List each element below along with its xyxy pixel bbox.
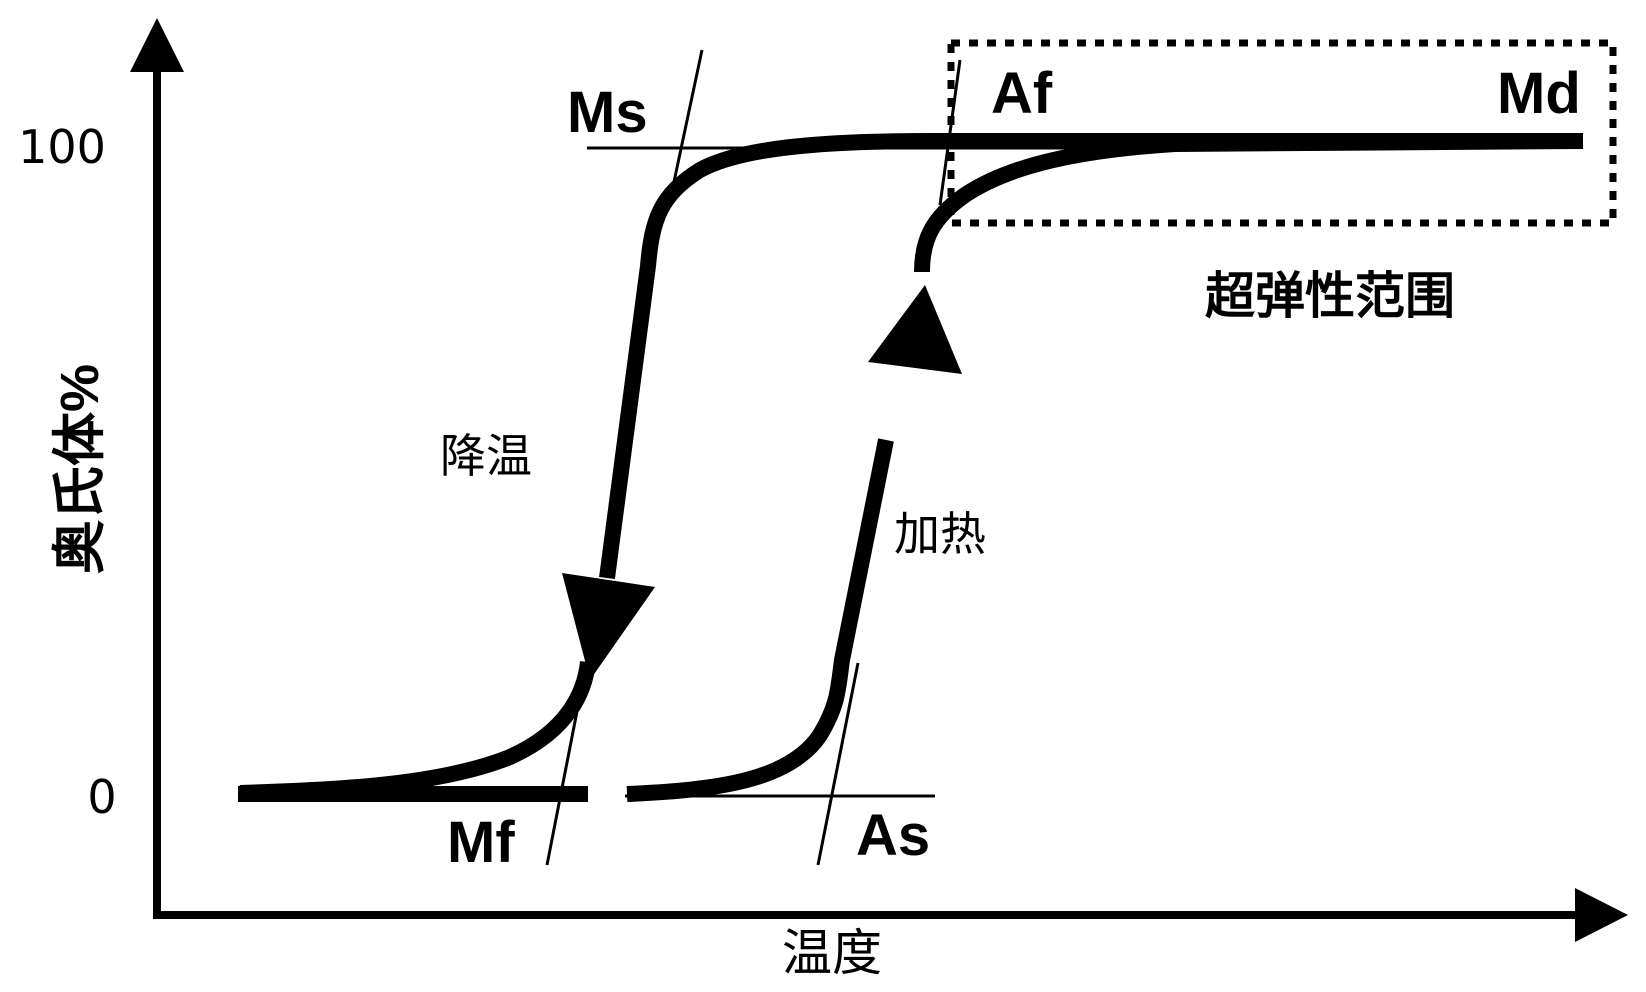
cooling-arrowhead <box>562 573 655 680</box>
af-tangent-line <box>938 59 962 206</box>
y-axis-label: 奥氏体% <box>50 364 110 574</box>
af-label: Af <box>991 61 1053 126</box>
heating-arrowhead <box>868 285 962 374</box>
md-label: Md <box>1497 61 1581 126</box>
superelastic-range-annotation: 超弹性范围 <box>1205 268 1455 324</box>
as-tangent-line <box>816 662 860 866</box>
as-label: As <box>856 803 930 868</box>
ms-label: Ms <box>567 80 648 145</box>
cooling-curve-tail <box>239 660 596 801</box>
y-tick-label-100: 100 <box>18 120 106 174</box>
heating-curve-top <box>914 133 1584 273</box>
cooling-curve <box>599 133 1583 580</box>
mf-label: Mf <box>447 810 515 875</box>
heating-annotation: 加热 <box>894 507 986 561</box>
axes <box>130 18 1628 942</box>
heating-curve <box>626 438 894 802</box>
x-axis-arrowhead <box>1575 888 1628 942</box>
x-axis-label: 温度 <box>782 924 882 982</box>
superelastic-range-box <box>947 39 1617 227</box>
y-tick-label-0: 0 <box>87 770 116 824</box>
hysteresis-loop <box>238 133 1584 802</box>
y-axis-arrowhead <box>130 18 184 72</box>
cooling-annotation: 降温 <box>440 429 532 483</box>
